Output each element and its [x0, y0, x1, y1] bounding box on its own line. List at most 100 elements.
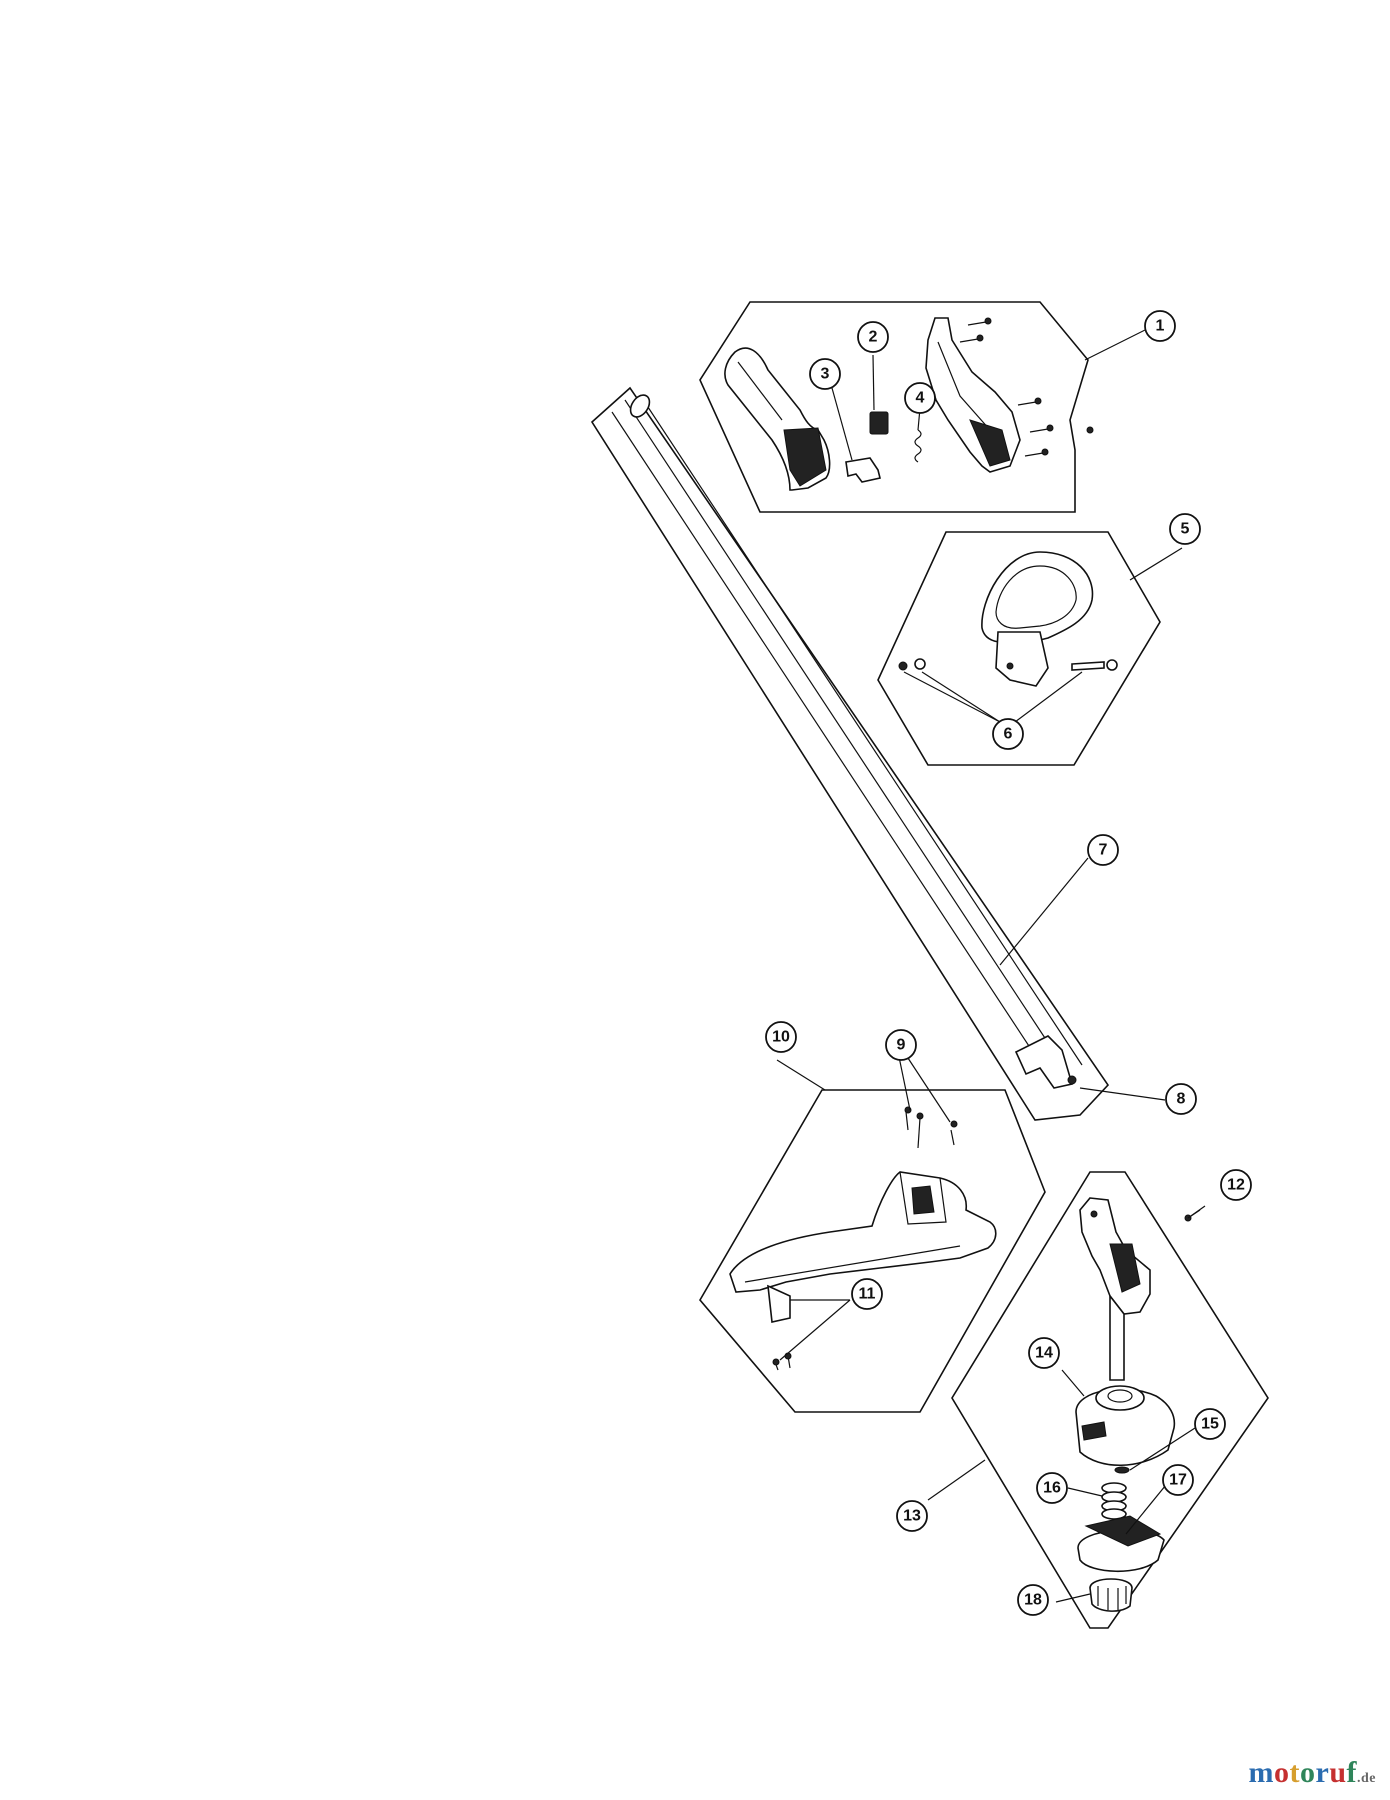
- svg-text:3: 3: [821, 366, 830, 383]
- svg-text:10: 10: [772, 1029, 790, 1046]
- callout-15: 15: [1194, 1408, 1226, 1440]
- watermark-letter: t: [1289, 1756, 1300, 1789]
- svg-text:7: 7: [1099, 842, 1108, 859]
- leader-17: [1125, 1479, 1171, 1535]
- group-5-aux-handle: [877, 531, 1183, 766]
- callout-1: 1: [1144, 310, 1176, 342]
- svg-text:5: 5: [1181, 521, 1190, 538]
- left-handle-grip: [783, 427, 827, 487]
- svg-text:8: 8: [1177, 1091, 1186, 1108]
- aux-handle-loop-inner: [995, 565, 1077, 629]
- group-5-outline: [877, 531, 1161, 766]
- switch-part: [869, 411, 889, 435]
- guard-mount-slot: [911, 1185, 935, 1215]
- svg-text:9: 9: [897, 1037, 906, 1054]
- spring-part: [914, 429, 922, 463]
- shaft-edge-bottom: [611, 411, 1051, 1079]
- group-13-outline: [951, 1171, 1269, 1629]
- group-13-trimmer-head: [927, 1171, 1269, 1629]
- svg-text:11: 11: [859, 1286, 876, 1303]
- callout-16: 16: [1036, 1472, 1068, 1504]
- svg-text:1: 1: [1156, 318, 1165, 335]
- bump-knob-part: [1089, 1578, 1133, 1612]
- leader-15: [1129, 1427, 1196, 1471]
- group-7-shaft: [590, 386, 1166, 1121]
- trigger-part: [845, 457, 881, 483]
- screws: [959, 317, 1094, 457]
- shaft-edge-top: [624, 399, 1067, 1071]
- leader-5: [1129, 547, 1183, 581]
- group-1-handle-housing: [699, 301, 1146, 513]
- svg-text:15: 15: [1201, 1416, 1219, 1433]
- svg-text:18: 18: [1024, 1592, 1042, 1609]
- callout-6: 6: [992, 718, 1024, 750]
- aux-handle-clamp: [995, 631, 1049, 687]
- watermark-letter: o: [1273, 1756, 1290, 1789]
- shaft-clamp-8: [1014, 1035, 1074, 1089]
- gear-head-shaft: [1109, 1293, 1125, 1381]
- callout-3: 3: [809, 358, 841, 390]
- leader-18: [1055, 1593, 1091, 1603]
- callout-11: 11: [851, 1278, 883, 1310]
- watermark-letter: o: [1299, 1756, 1316, 1789]
- callout-7: 7: [1087, 834, 1119, 866]
- leader-13: [927, 1459, 986, 1501]
- guard-body: [729, 1171, 997, 1293]
- leader-16: [1067, 1487, 1103, 1497]
- svg-text:6: 6: [1004, 726, 1013, 743]
- callout-10: 10: [765, 1021, 797, 1053]
- group-1-outline: [699, 301, 1089, 513]
- callout-17: 17: [1162, 1464, 1194, 1496]
- right-handle-ridge: [937, 341, 991, 431]
- bolt-head: [1106, 659, 1118, 671]
- svg-text:4: 4: [916, 390, 925, 407]
- svg-text:14: 14: [1035, 1345, 1053, 1362]
- spool-eyelet: [1081, 1421, 1107, 1441]
- group-10-outline: [699, 1089, 1046, 1413]
- callout-12: 12: [1220, 1169, 1252, 1201]
- callout-4: 4: [904, 382, 936, 414]
- svg-text:16: 16: [1043, 1480, 1061, 1497]
- left-handle-ridge: [737, 361, 783, 421]
- leader-6b: [921, 671, 1001, 723]
- leader-9b: [903, 1051, 951, 1123]
- callout-8: 8: [1165, 1083, 1197, 1115]
- watermark-letter: r: [1315, 1756, 1330, 1789]
- spool-top: [1095, 1385, 1145, 1411]
- guard-blade: [767, 1284, 791, 1323]
- leader-3: [831, 387, 853, 461]
- leader-14: [1061, 1369, 1085, 1397]
- watermark-suffix: .de: [1357, 1771, 1376, 1786]
- shaft-top-end: [629, 394, 651, 418]
- bolt-long: [1071, 661, 1105, 671]
- callout-9: 9: [885, 1029, 917, 1061]
- svg-text:12: 12: [1227, 1177, 1245, 1194]
- leader-8: [1079, 1087, 1166, 1101]
- spring-16-part: [1101, 1482, 1127, 1520]
- shaft-outline: [590, 386, 1110, 1121]
- leader-6c: [1014, 671, 1083, 723]
- leader-1: [1084, 329, 1146, 361]
- callout-14: 14: [1028, 1337, 1060, 1369]
- svg-text:2: 2: [869, 329, 878, 346]
- callout-5: 5: [1169, 513, 1201, 545]
- leader-12: [1187, 1205, 1206, 1219]
- callout-13: 13: [896, 1500, 928, 1532]
- nut: [898, 661, 908, 671]
- watermark-letter: u: [1329, 1756, 1347, 1789]
- leader-2: [872, 354, 875, 411]
- group-10-guard: [699, 1051, 1046, 1413]
- shaft-edge-mid: [639, 394, 1083, 1066]
- leader-11b: [779, 1299, 851, 1361]
- eyelet-part: [1114, 1466, 1130, 1474]
- callout-18: 18: [1017, 1584, 1049, 1616]
- gear-head-housing: [1109, 1243, 1141, 1293]
- leader-10: [776, 1059, 826, 1091]
- washer: [914, 658, 926, 670]
- svg-text:13: 13: [903, 1508, 921, 1525]
- spool-ring: [1084, 1515, 1162, 1547]
- leader-6a: [903, 671, 1001, 723]
- watermark-letter: m: [1248, 1756, 1274, 1789]
- watermark-logo: motoruf.de: [1248, 1756, 1376, 1790]
